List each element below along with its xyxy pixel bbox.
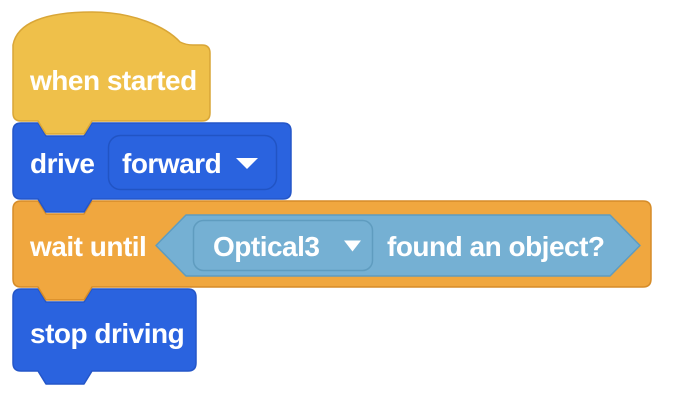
device-dropdown[interactable]: Optical3 [192,219,374,272]
stop-driving-label: stop driving [30,318,184,349]
stop-driving-block-body[interactable] [12,288,197,385]
condition-label: found an object? [387,231,605,262]
when-started-label: when started [29,65,197,96]
when-started-block-body[interactable] [12,11,211,135]
block-wait-until[interactable]: wait until Optical3 found an object? [12,200,652,301]
drive-label: drive [30,148,94,179]
block-stop-driving[interactable]: stop driving [12,288,197,385]
device-dropdown-value: Optical3 [213,231,319,262]
direction-dropdown-value: forward [122,148,221,179]
condition-found-an-object[interactable]: Optical3 found an object? [155,214,641,277]
wait-until-label: wait until [29,231,146,262]
dropdown-arrow-icon [236,158,258,169]
device-dropdown-outline[interactable] [192,219,374,272]
direction-dropdown[interactable]: forward [107,134,278,191]
dropdown-arrow-icon [344,240,361,252]
direction-dropdown-outline[interactable] [107,134,278,191]
block-drive[interactable]: drive forward [12,122,292,213]
condition-hexagon[interactable] [155,214,641,277]
block-when-started[interactable]: when started [12,11,211,135]
